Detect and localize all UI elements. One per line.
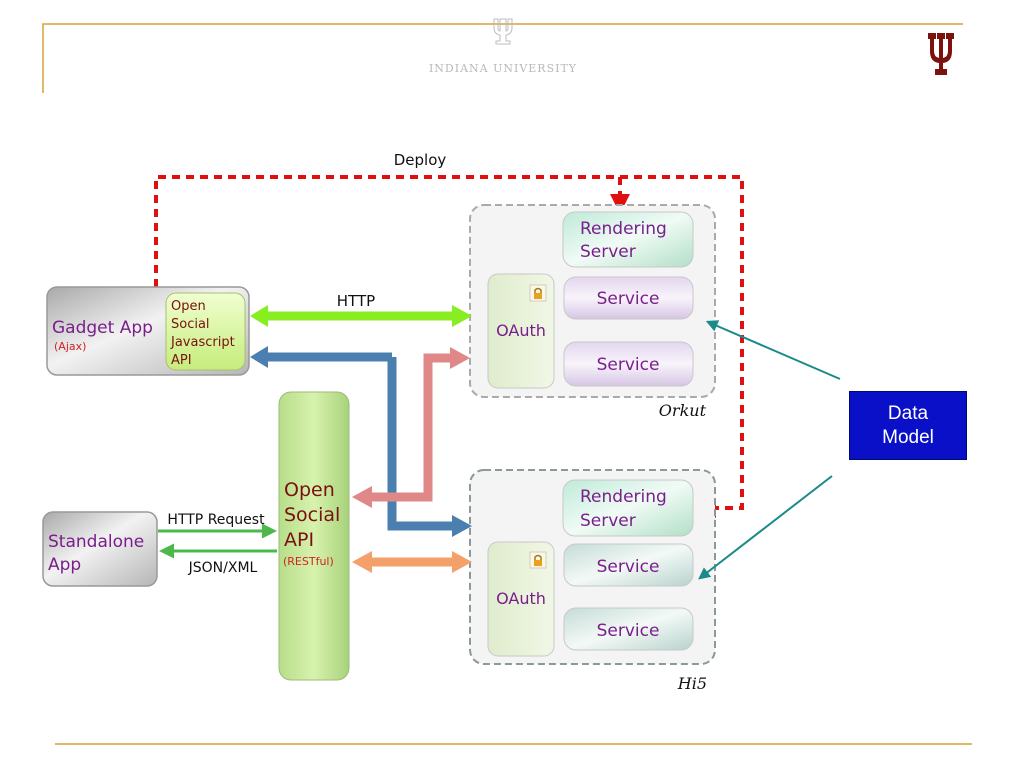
university-name: INDIANA UNIVERSITY (429, 62, 577, 75)
http-request-label: HTTP Request (167, 512, 265, 528)
http-label: HTTP (337, 292, 375, 310)
data-model-line-2: Model (882, 426, 934, 448)
json-xml-label: JSON/XML (188, 560, 258, 576)
iu-seal-icon (493, 18, 513, 45)
svg-text:Standalone App: Standalone App (48, 532, 150, 575)
svg-text:Open Social Ja: Open Social Javascript API (170, 299, 239, 368)
svg-text:Open Social API: Open Social API (284, 479, 346, 551)
hi5-container: Rendering Server OAuth Service Service H… (469, 469, 716, 693)
api-orkut-connector (352, 347, 470, 508)
http-connector: HTTP (250, 292, 472, 327)
deploy-connector: Deploy (154, 151, 744, 518)
hi5-service-1: Service (563, 543, 694, 587)
standalone-api-connector: HTTP Request JSON/XML (158, 512, 277, 576)
svg-text:Rendering Server: Rendering Server (580, 219, 672, 262)
orkut-oauth-label: OAuth (496, 321, 546, 340)
data-model-line-1: Data (887, 402, 929, 424)
lock-icon (529, 551, 547, 569)
standalone-app: Standalone App (42, 511, 158, 587)
svg-text:Service: Service (597, 621, 660, 641)
svg-text:Service: Service (597, 289, 660, 309)
hi5-oauth-label: OAuth (496, 589, 546, 608)
data-model-box: Data Model (849, 391, 967, 460)
svg-text:Service: Service (597, 557, 660, 577)
orkut-oauth-box: OAuth (487, 273, 555, 389)
deploy-label: Deploy (394, 151, 447, 169)
lock-icon (529, 284, 547, 302)
orkut-container: Rendering Server OAuth Service Service O… (469, 204, 716, 420)
data-model-connectors (698, 320, 841, 580)
hi5-service-2: Service (563, 607, 694, 651)
svg-text:Service: Service (597, 355, 660, 375)
gadget-hi5-connector (250, 346, 472, 537)
open-social-js-api: Open Social Javascript API (165, 292, 246, 371)
orkut-service-2: Service (563, 341, 694, 387)
slide-header: INDIANA UNIVERSITY (42, 18, 963, 93)
hi5-label: Hi5 (677, 674, 707, 693)
iu-trident-logo (928, 33, 954, 75)
svg-text:Rendering Server: Rendering Server (580, 487, 672, 531)
restful-label: (RESTful) (283, 555, 334, 568)
open-social-api: Open Social API (RESTful) (278, 391, 350, 681)
gadget-app-subtitle: (Ajax) (54, 340, 86, 353)
orkut-service-1: Service (563, 276, 694, 320)
api-hi5-connector (352, 551, 472, 573)
hi5-oauth-box: OAuth (487, 541, 555, 657)
orkut-rendering-server: Rendering Server (562, 211, 694, 268)
gadget-app: Gadget App (Ajax) Open Social Javascript… (46, 286, 250, 376)
gadget-app-title: Gadget App (52, 318, 153, 338)
orkut-label: Orkut (659, 401, 707, 420)
hi5-rendering-server: Rendering Server (562, 479, 694, 537)
header-rule (42, 23, 963, 93)
